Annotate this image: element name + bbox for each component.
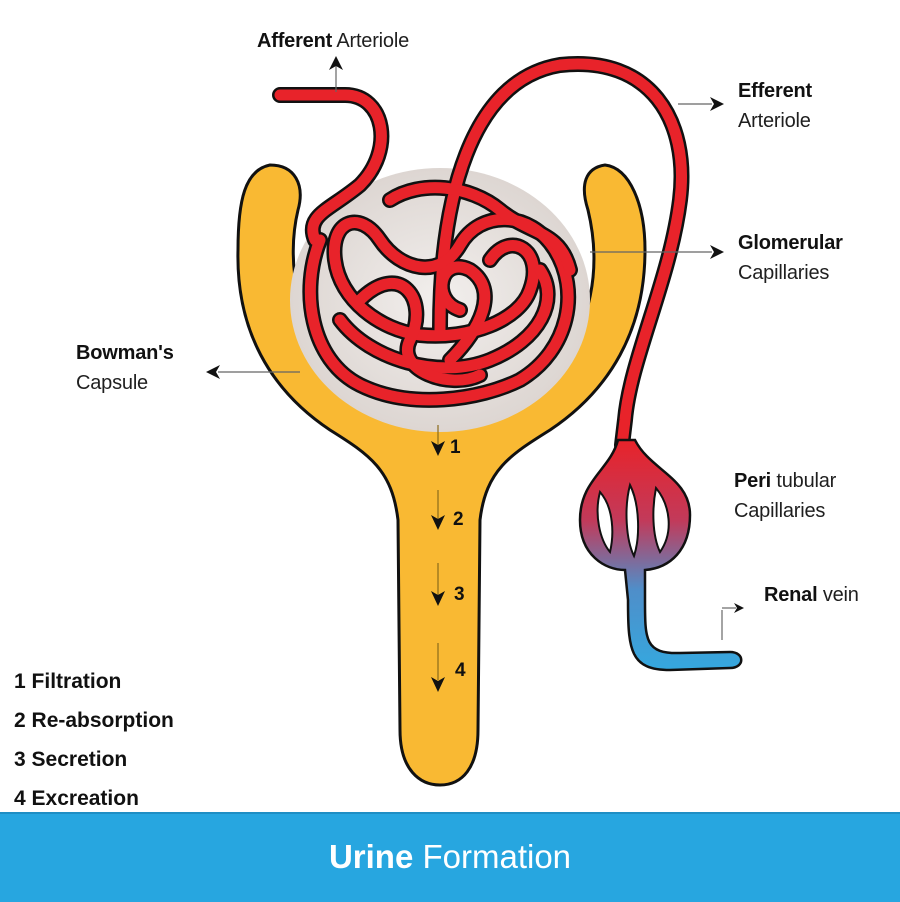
label-bold: Peri <box>734 470 772 492</box>
legend-item: 1 Filtration <box>14 662 174 701</box>
legend-number: 3 <box>14 748 26 771</box>
legend-label: Excreation <box>31 787 139 810</box>
label-regular: Capsule <box>76 372 148 394</box>
label-bold: Bowman's <box>76 342 174 364</box>
label-afferent-arteriole: Afferent Arteriole <box>257 26 409 56</box>
peritubular-capillaries <box>578 438 743 672</box>
legend-item: 3 Secretion <box>14 740 174 779</box>
legend-item: 2 Re-absorption <box>14 701 174 740</box>
step-number: 4 <box>455 660 466 681</box>
label-regular: Arteriole <box>738 110 811 132</box>
arrow-left-icon <box>206 365 220 379</box>
legend-label: Secretion <box>31 748 128 771</box>
glomerular-capillaries <box>272 55 690 453</box>
legend-label: Filtration <box>31 670 122 693</box>
flow-step-4: 4 <box>431 643 466 692</box>
steps-legend: 1 Filtration 2 Re-absorption 3 Secretion… <box>14 662 174 818</box>
legend-number: 2 <box>14 709 26 732</box>
arrow-right-icon <box>710 97 724 111</box>
label-renal-vein: Renal vein <box>764 580 859 610</box>
step-number: 3 <box>454 584 465 605</box>
label-bold: Afferent <box>257 30 333 52</box>
pointer-lines <box>218 66 736 640</box>
title-banner: Urine Formation <box>0 812 900 902</box>
page-title: Urine Formation <box>0 838 900 876</box>
label-line2: Capillaries <box>734 500 826 522</box>
flow-arrows: 1 2 3 4 <box>431 425 466 692</box>
label-bold: Efferent <box>738 80 812 102</box>
label-bold: Glomerular <box>738 232 843 254</box>
label-regular: Arteriole <box>336 30 410 52</box>
title-regular: Formation <box>422 838 572 875</box>
pointer-arrowheads <box>206 56 744 613</box>
legend-item: 4 Excreation <box>14 779 174 818</box>
step-number: 1 <box>450 437 461 458</box>
arrow-down-icon <box>431 515 445 530</box>
flow-step-3: 3 <box>431 563 465 606</box>
arrow-right-icon <box>710 245 724 259</box>
label-efferent-arteriole: Efferent Arteriole <box>738 76 812 136</box>
flow-step-1: 1 <box>431 425 461 458</box>
legend-number: 4 <box>14 787 26 810</box>
label-bowmans-capsule: Bowman's Capsule <box>76 338 174 398</box>
arrow-down-icon <box>431 677 445 692</box>
legend-label: Re-absorption <box>31 709 174 732</box>
label-regular: Capillaries <box>738 262 830 284</box>
flow-step-2: 2 <box>431 490 464 530</box>
label-peritubular-capillaries: Peri tubular Capillaries <box>734 466 836 526</box>
arrow-up-icon <box>329 56 343 70</box>
arrow-down-icon <box>431 591 445 606</box>
label-regular: vein <box>822 584 859 606</box>
title-bold: Urine <box>328 838 414 875</box>
legend-number: 1 <box>14 670 26 693</box>
label-glomerular-capillaries: Glomerular Capillaries <box>738 228 843 288</box>
step-number: 2 <box>453 509 464 530</box>
arrow-right-icon <box>734 603 744 613</box>
label-regular: tubular <box>776 470 837 492</box>
label-bold: Renal <box>764 584 818 606</box>
arrow-down-icon <box>431 441 445 456</box>
